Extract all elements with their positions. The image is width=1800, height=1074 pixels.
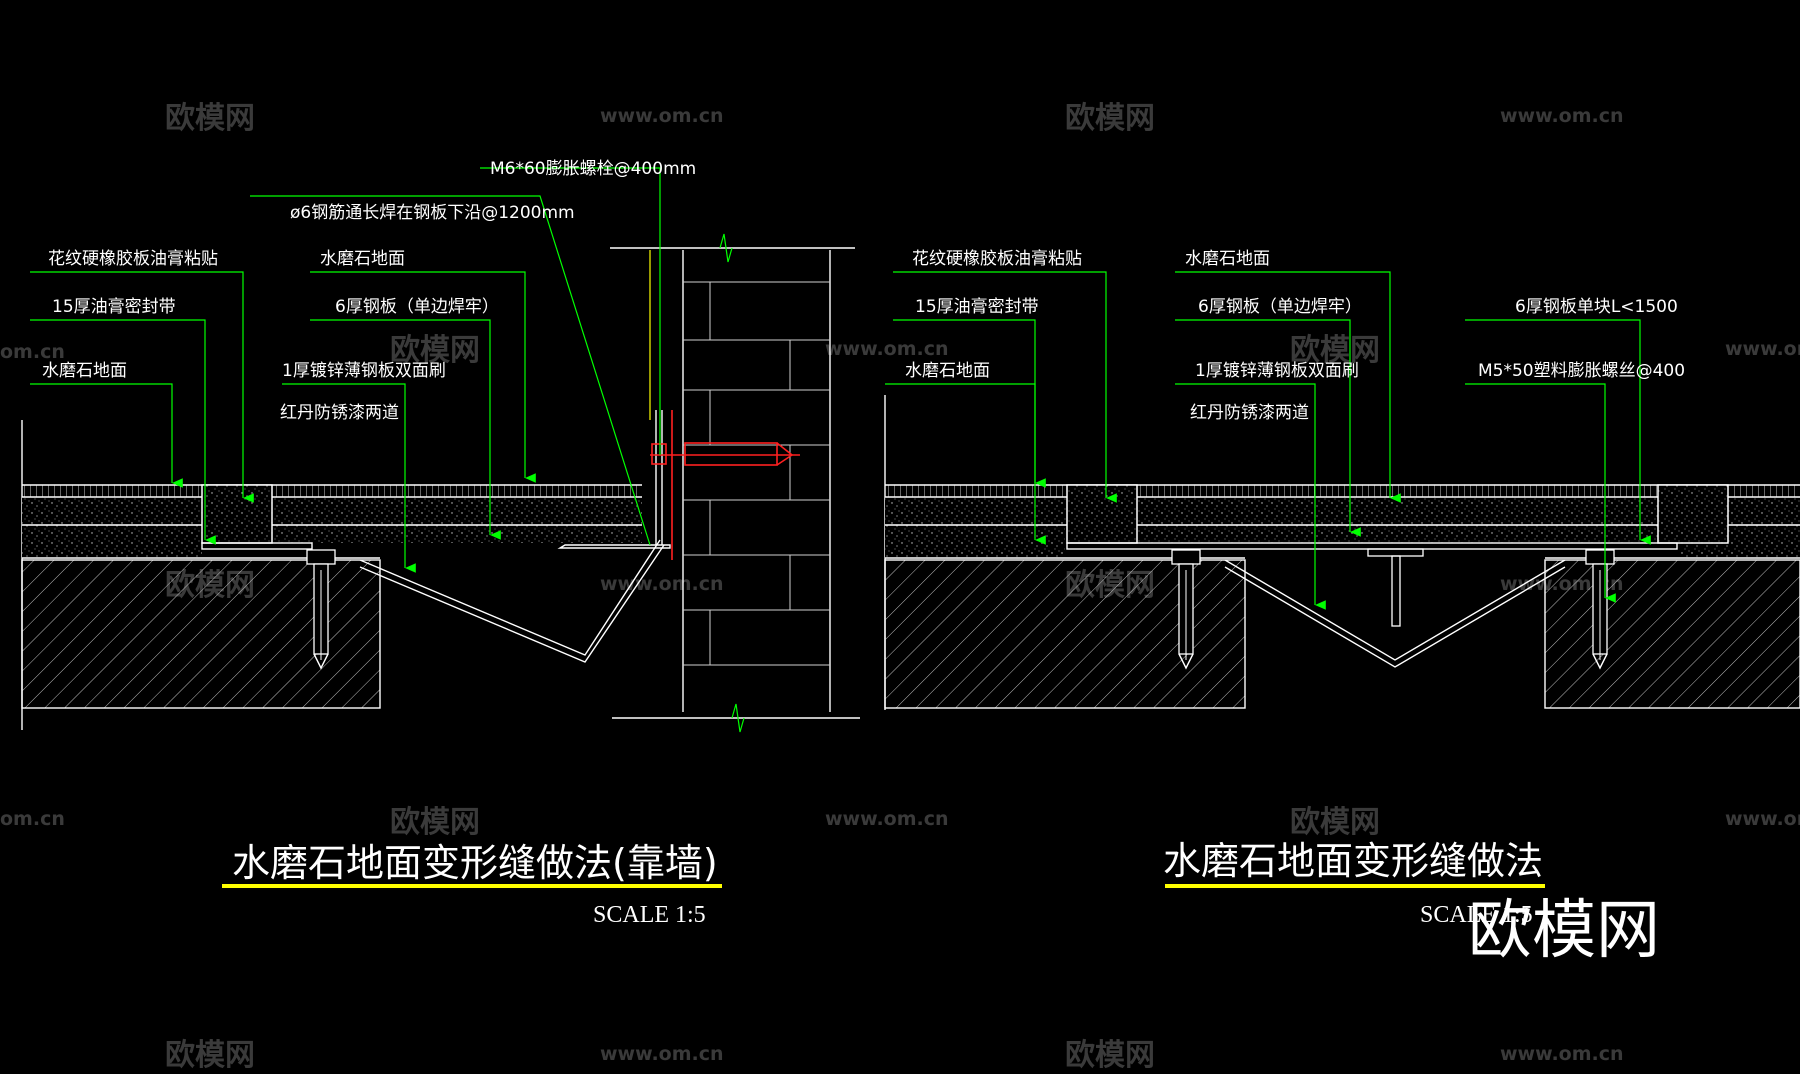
brick-wall — [610, 233, 860, 733]
steel-plate — [1066, 542, 1678, 550]
label-galv-sheet: 1厚镀锌薄钢板双面刷 — [282, 361, 446, 381]
anchor-bolt-right — [1585, 549, 1615, 670]
bedding-layer-right — [270, 525, 642, 543]
label-terrazzo: 水磨石地面 — [42, 361, 127, 381]
label-terrazzo-top: 水磨石地面 — [320, 249, 405, 269]
right-scale: SCALE 1:5 — [1420, 902, 1533, 928]
right-detail: 花纹硬橡胶板油膏粘贴 水磨石地面 15厚油膏密封带 6厚钢板（单边焊牢） 6厚钢… — [884, 248, 1800, 928]
anchor-bolt-left — [1171, 549, 1201, 670]
galvanized-sheet — [1224, 559, 1566, 661]
label-screw: M5*50塑料膨胀螺丝@400 — [1478, 361, 1685, 381]
bedding-layer-left — [22, 525, 202, 558]
watermark-brand: 欧模网 — [1065, 1038, 1155, 1073]
label-terrazzo-top: 水磨石地面 — [1185, 249, 1270, 269]
watermark-brand: 欧模网 — [390, 333, 480, 368]
watermark-url: www.om.cn — [1500, 1043, 1624, 1065]
label-steel-plate: 6厚钢板（单边焊牢） — [1198, 297, 1362, 317]
galvanized-sheet-inner — [1224, 566, 1566, 668]
concrete-slab-right — [1544, 559, 1800, 709]
terrazzo-surface — [22, 485, 642, 497]
label-bolt: M6*60膨胀螺栓@400mm — [490, 159, 696, 179]
rubber-strip-right — [1657, 484, 1729, 544]
watermark-url: www.om.cn — [1725, 338, 1800, 360]
expansion-bolt — [650, 410, 800, 560]
right-leaders — [885, 271, 1651, 610]
label-terrazzo: 水磨石地面 — [905, 361, 990, 381]
mortar-layer — [885, 497, 1800, 525]
left-detail: M6*60膨胀螺栓@400mm ø6钢筋通长焊在钢板下沿@1200mm 花纹硬橡… — [21, 159, 860, 928]
t-support — [1367, 548, 1424, 627]
watermark-url: www.om.cn — [600, 573, 724, 595]
label-single-plate: 6厚钢板单块L<1500 — [1515, 297, 1678, 317]
label-paint: 红丹防锈漆两道 — [280, 403, 399, 423]
galvanized-sheet-inner — [359, 544, 665, 663]
right-title: 水磨石地面变形缝做法 — [1163, 839, 1543, 883]
watermark-url: www.om.cn — [825, 338, 949, 360]
label-rubber: 花纹硬橡胶板油膏粘贴 — [48, 248, 218, 269]
watermark-url: om.cn — [0, 341, 65, 363]
watermark-brand: 欧模网 — [1290, 333, 1380, 368]
watermark-brand: 欧模网 — [390, 805, 480, 840]
label-steel-plate: 6厚钢板（单边焊牢） — [335, 297, 499, 317]
watermark-brand: 欧模网 — [1290, 805, 1380, 840]
watermark-url: www.om.cn — [600, 105, 724, 127]
left-leaders — [30, 167, 661, 573]
watermark-url: om.cn — [0, 808, 65, 830]
bedding-layer-mid — [1135, 525, 1665, 543]
corner-watermark-logo: 欧模网 — [1468, 894, 1660, 968]
label-rubber: 花纹硬橡胶板油膏粘贴 — [912, 248, 1082, 269]
watermark-brand: 欧模网 — [1065, 101, 1155, 136]
left-title: 水磨石地面变形缝做法(靠墙) — [232, 841, 718, 885]
label-galv-sheet: 1厚镀锌薄钢板双面刷 — [1195, 361, 1359, 381]
watermark-url: www.om.cn — [825, 808, 949, 830]
steel-angle — [557, 544, 671, 549]
rubber-strip — [201, 484, 273, 544]
watermark-brand: 欧模网 — [165, 101, 255, 136]
galvanized-sheet — [359, 539, 661, 656]
label-sealant: 15厚油膏密封带 — [52, 296, 176, 317]
bedding-layer-left — [885, 525, 1065, 558]
anchor-bolt — [306, 549, 336, 670]
label-rebar: ø6钢筋通长焊在钢板下沿@1200mm — [290, 203, 575, 223]
label-paint: 红丹防锈漆两道 — [1190, 403, 1309, 423]
watermark-url: www.om.cn — [600, 1043, 724, 1065]
rubber-strip-left — [1066, 484, 1138, 544]
watermark-url: www.om.cn — [1725, 808, 1800, 830]
watermark-brand: 欧模网 — [165, 1038, 255, 1073]
watermark-url: www.om.cn — [1500, 105, 1624, 127]
mortar-layer — [22, 497, 642, 525]
left-scale: SCALE 1:5 — [593, 902, 706, 928]
label-sealant: 15厚油膏密封带 — [915, 296, 1039, 317]
steel-plate — [201, 542, 313, 550]
